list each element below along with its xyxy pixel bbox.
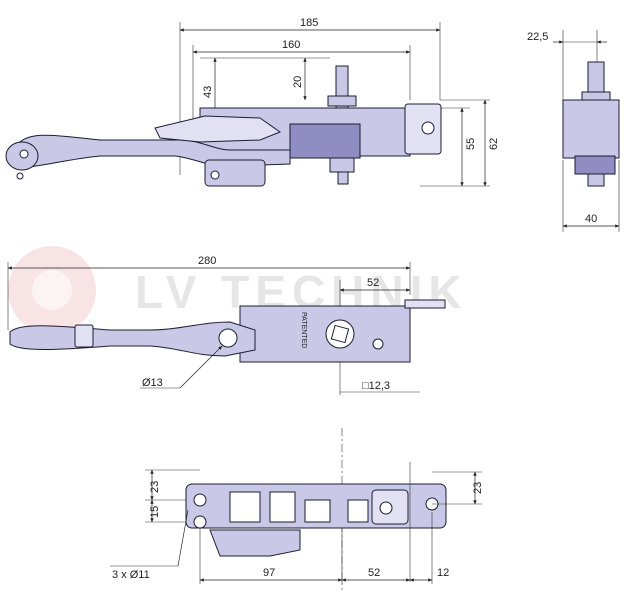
- dim-55: 55: [465, 138, 477, 150]
- dim-15: 15: [149, 506, 161, 518]
- base-view: 23 15 23 3 x Ø11 97 52 12: [110, 428, 484, 590]
- dim-280: 280: [198, 255, 216, 267]
- top-lever: [9, 321, 256, 357]
- dim-43: 43: [202, 86, 214, 98]
- end-view: 22,5 40: [527, 30, 620, 232]
- dim-22-5: 22,5: [527, 31, 548, 43]
- top-body: [239, 305, 411, 363]
- dim-52-base: 52: [368, 567, 380, 579]
- gear-mechanism: [289, 123, 361, 159]
- dim-62: 62: [488, 138, 500, 150]
- dim-square-12-3: □12,3: [362, 380, 390, 392]
- holes-3x11: 3 x Ø11: [112, 569, 150, 581]
- pivot-hole: [218, 328, 238, 348]
- mount-hole-2: [193, 515, 207, 529]
- dim-23-right: 23: [472, 482, 484, 494]
- top-view: 280 52 PATENTED Ø13 □12,3: [7, 255, 446, 395]
- dim-160: 160: [282, 39, 300, 51]
- dim-dia-13: Ø13: [142, 377, 163, 389]
- dim-40: 40: [585, 213, 597, 225]
- dim-20: 20: [292, 76, 304, 88]
- patented-stamp: PATENTED: [300, 312, 307, 348]
- side-view: 185 160 43 20 55 62: [5, 17, 500, 187]
- dim-52-top: 52: [367, 277, 379, 289]
- mount-hole-1: [193, 493, 207, 507]
- dim-97: 97: [263, 567, 275, 579]
- dim-23-left: 23: [149, 481, 161, 493]
- end-body: [562, 99, 620, 159]
- lever-handle: [17, 134, 291, 168]
- dim-185: 185: [300, 17, 318, 29]
- dim-12: 12: [437, 567, 449, 579]
